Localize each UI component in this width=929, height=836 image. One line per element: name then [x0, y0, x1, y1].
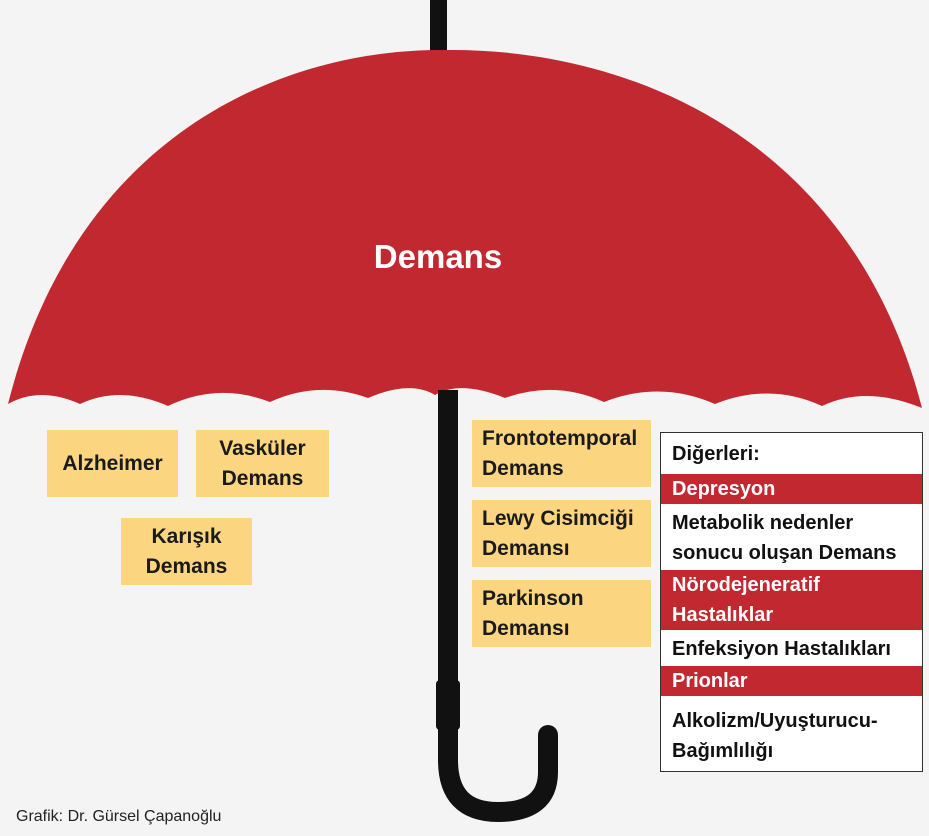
others-item-norodejeneratif: Nörodejeneratif Hastalıklar [661, 570, 922, 630]
others-item-enfeksiyon: Enfeksiyon Hastalıkları [661, 630, 922, 666]
frontotemporal-line-1: Frontotemporal [482, 426, 638, 450]
vaskuler-line-1: Vasküler [219, 436, 306, 460]
vaskuler-line-2: Demans [221, 466, 304, 490]
lewy-line-2: Demansı [482, 536, 570, 560]
others-item-label: Depresyon [672, 478, 776, 500]
parkinson-line-2: Demansı [482, 616, 570, 640]
others-item-label: Prionlar [672, 670, 748, 692]
others-item-depresyon: Depresyon [661, 474, 922, 504]
others-item-label: Metabolik nedenler [672, 512, 854, 534]
others-item-label: Nörodejeneratif [672, 574, 820, 596]
diagram-title: Demans [373, 238, 503, 275]
umbrella-hook [438, 680, 558, 823]
others-item-label: Alkolizm/Uyuşturucu- [672, 710, 878, 732]
others-item-prionlar: Prionlar [661, 666, 922, 696]
alzheimer-box: Alzheimer [47, 430, 178, 497]
others-item-alkolizm: Alkolizm/Uyuşturucu- Bağımlılığı [661, 696, 922, 766]
alzheimer-label: Alzheimer [62, 451, 163, 475]
others-item-label: Bağımlılığı [672, 740, 774, 762]
parkinson-demans-box: Parkinson Demansı [472, 580, 651, 647]
karisik-demans-box: Karışık Demans [121, 518, 252, 585]
others-header: Diğerleri: [672, 443, 760, 465]
credit-text: Grafik: Dr. Gürsel Çapanoğlu [16, 808, 222, 825]
lewy-demans-box: Lewy Cisimciği Demansı [472, 500, 651, 567]
umbrella-grip [436, 680, 460, 730]
frontotemporal-demans-box: Frontotemporal Demans [472, 420, 651, 487]
parkinson-line-1: Parkinson [482, 586, 584, 610]
others-item-label: sonucu oluşan Demans [672, 542, 897, 564]
frontotemporal-line-2: Demans [482, 456, 564, 480]
others-item-label: Hastalıklar [672, 604, 774, 626]
umbrella-canopy [8, 49, 922, 408]
umbrella-tip [430, 0, 447, 62]
others-item-label: Enfeksiyon Hastalıkları [672, 638, 891, 660]
others-panel: Diğerleri: Depresyon Metabolik nedenler … [660, 432, 923, 772]
vaskuler-demans-box: Vasküler Demans [196, 430, 329, 497]
karisik-line-1: Karışık [151, 524, 222, 548]
lewy-line-1: Lewy Cisimciği [482, 506, 634, 530]
karisik-line-2: Demans [145, 554, 228, 578]
others-item-metabolik: Metabolik nedenler sonucu oluşan Demans [661, 504, 922, 570]
